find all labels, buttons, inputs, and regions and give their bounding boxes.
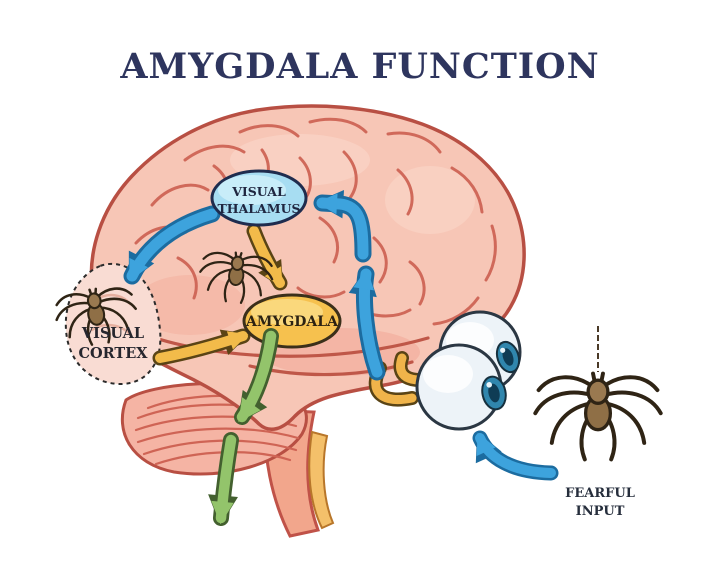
arrow-cortex-to-amygdala [152, 328, 251, 366]
spider-icon-fearful-input [533, 371, 663, 462]
visual-cortex-label-line2: CORTEX [78, 345, 148, 362]
arrow-amygdala-output [208, 328, 279, 526]
amygdala-node: AMYGDALA [242, 293, 342, 349]
thalamus-node: VISUAL THALAMUS [210, 169, 308, 227]
eye-icon [415, 310, 522, 431]
thalamus-label-line1: VISUAL [231, 184, 286, 199]
thalamus-label-line2: THALAMUS [217, 201, 300, 216]
arrow-into-thalamus [313, 190, 372, 263]
fearful-input-label-line1: FEARFUL [565, 486, 635, 501]
visual-cortex-label-line1: VISUAL [81, 325, 144, 342]
fearful-input-label-line2: INPUT [576, 504, 625, 519]
arrow-fearful-to-eye [472, 430, 559, 481]
arrow-eye-up [348, 265, 386, 381]
amygdala-label: AMYGDALA [245, 314, 339, 330]
arrow-thalamus-to-cortex [123, 205, 221, 285]
page-title: AMYGDALA FUNCTION [119, 46, 599, 87]
